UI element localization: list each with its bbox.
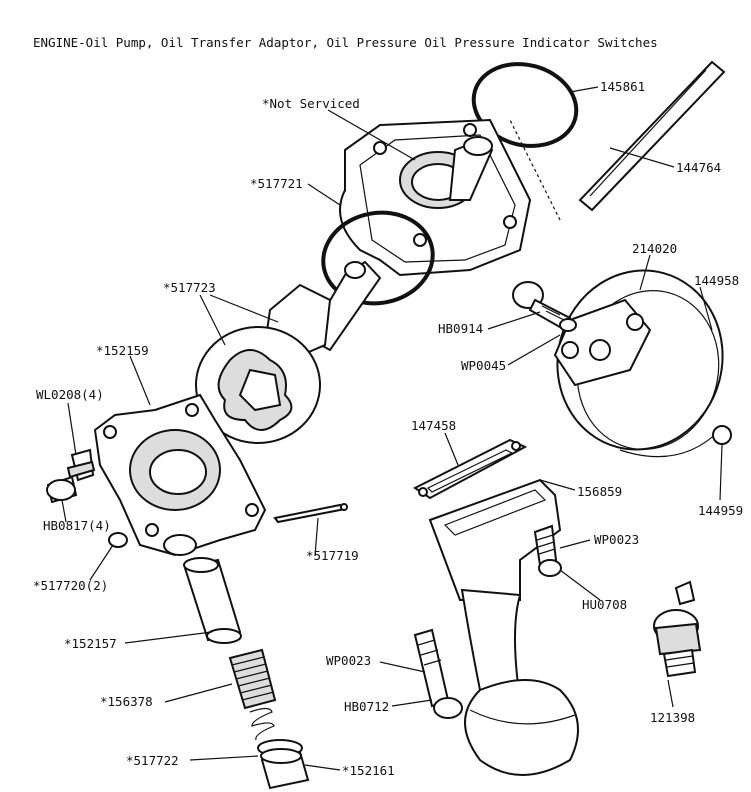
pickup-pipe-156859-drawing	[428, 478, 579, 776]
bolt-hb0817-drawing	[46, 448, 96, 504]
label-wp0023-center: WP0023	[326, 653, 371, 668]
label-517720: *517720(2)	[33, 578, 108, 593]
pressure-switch-121398-drawing	[653, 580, 702, 678]
rod-144764-drawing	[509, 60, 726, 221]
diagram-title: ENGINE-Oil Pump, Oil Transfer Adaptor, O…	[33, 35, 658, 50]
label-517723: *517723	[163, 280, 216, 295]
label-214020: 214020	[632, 241, 677, 256]
spring-156378-drawing	[228, 648, 277, 741]
outer-rotor-517723-drawing	[195, 326, 321, 444]
label-not-serviced: *Not Serviced	[262, 96, 360, 111]
label-517721: *517721	[250, 176, 303, 191]
label-wp0045: WP0045	[461, 358, 506, 373]
label-121398: 121398	[650, 710, 695, 725]
gasket-147458-drawing	[413, 438, 528, 500]
label-145861: 145861	[600, 79, 645, 94]
bolt-hu0708-drawing	[533, 524, 562, 577]
label-hu0708: HU0708	[582, 597, 627, 612]
label-147458: 147458	[411, 418, 456, 433]
leader-lines	[61, 86, 723, 771]
label-hb0712: HB0712	[344, 699, 389, 714]
bolt-hb0712-drawing	[413, 628, 463, 719]
label-wl0208: WL0208(4)	[36, 387, 104, 402]
label-144958: 144958	[694, 273, 739, 288]
pump-body-drawing	[339, 118, 532, 277]
o-ring-145861-drawing	[471, 62, 579, 148]
label-wp0023-right: WP0023	[594, 532, 639, 547]
split-pin-517719-drawing	[273, 503, 348, 524]
pump-cover-152159-drawing	[93, 393, 267, 557]
plunger-152157-drawing	[183, 557, 242, 644]
label-144764: 144764	[676, 160, 721, 175]
label-517722: *517722	[126, 753, 179, 768]
dowel-517720-drawing	[108, 532, 128, 548]
rotor-shaft-517723-drawing	[263, 260, 382, 362]
label-152157: *152157	[64, 636, 117, 651]
label-152161: *152161	[342, 763, 395, 778]
plug-152161-drawing	[257, 739, 310, 790]
label-156378: *156378	[100, 694, 153, 709]
part-labels: *Not Serviced 145861 144764 *517721 2140…	[33, 79, 743, 778]
label-152159: *152159	[96, 343, 149, 358]
label-hb0817: HB0817(4)	[43, 518, 111, 533]
bolt-hb0914-drawing	[512, 281, 577, 332]
label-hb0914: HB0914	[438, 321, 483, 336]
o-ring-517721-drawing	[321, 210, 435, 306]
filter-bowl-214020-drawing	[553, 269, 732, 458]
label-144959: 144959	[698, 503, 743, 518]
label-517719: *517719	[306, 548, 359, 563]
label-156859: 156859	[577, 484, 622, 499]
